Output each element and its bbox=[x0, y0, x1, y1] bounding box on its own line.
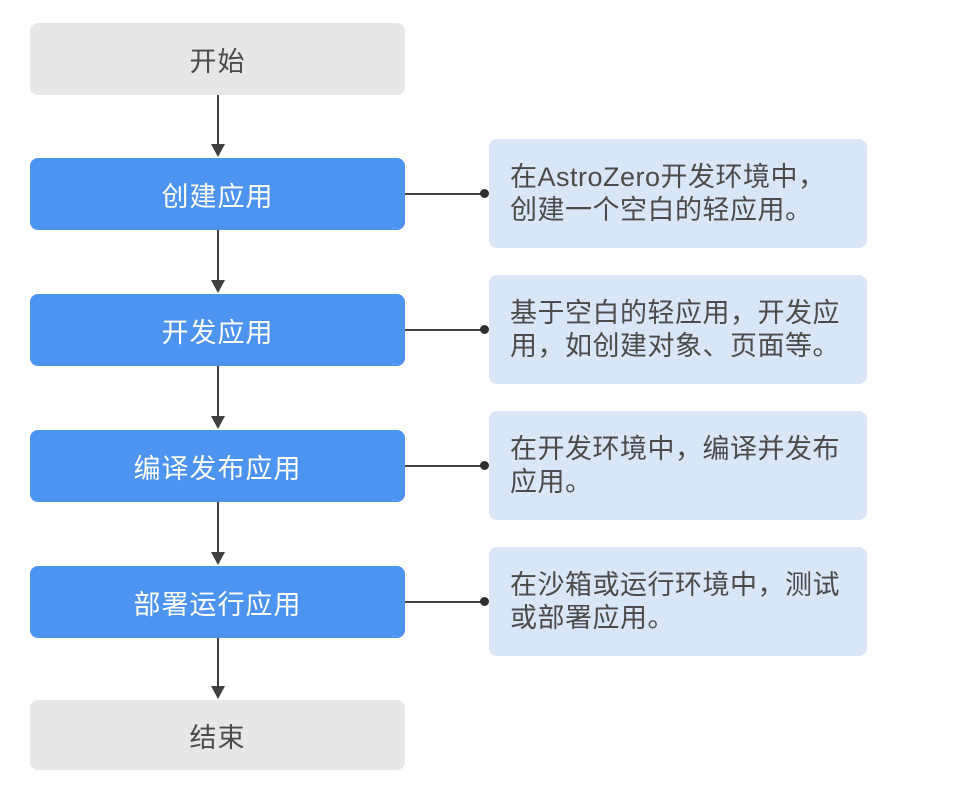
node-start: 开始 bbox=[30, 23, 405, 95]
node-end-label: 结束 bbox=[189, 722, 246, 753]
connector-line bbox=[405, 601, 484, 603]
node-create-app-label: 创建应用 bbox=[161, 181, 274, 212]
arrow-line bbox=[217, 638, 219, 689]
arrow-head-icon bbox=[211, 416, 225, 429]
node-develop-app: 开发应用 bbox=[30, 294, 405, 366]
arrow-head-icon bbox=[211, 686, 225, 699]
note-deploy-run-app-text: 在沙箱或运行环境中，测试 或部署应用。 bbox=[510, 569, 840, 633]
connector-dot-icon bbox=[480, 597, 489, 606]
connector-line bbox=[405, 465, 484, 467]
connector-dot-icon bbox=[480, 189, 489, 198]
arrow-line bbox=[217, 95, 219, 147]
note-deploy-run-app: 在沙箱或运行环境中，测试 或部署应用。 bbox=[489, 547, 867, 656]
note-create-app: 在AstroZero开发环境中， 创建一个空白的轻应用。 bbox=[489, 139, 867, 248]
node-deploy-run-app: 部署运行应用 bbox=[30, 566, 405, 638]
connector-dot-icon bbox=[480, 461, 489, 470]
arrow-head-icon bbox=[211, 144, 225, 157]
node-create-app: 创建应用 bbox=[30, 158, 405, 230]
note-compile-publish-app: 在开发环境中，编译并发布 应用。 bbox=[489, 411, 867, 520]
flow-arrow-1 bbox=[211, 95, 225, 157]
flow-arrow-5 bbox=[211, 638, 225, 699]
node-deploy-run-app-label: 部署运行应用 bbox=[133, 589, 302, 620]
node-end: 结束 bbox=[30, 700, 405, 770]
connector-dot-icon bbox=[480, 325, 489, 334]
flow-arrow-4 bbox=[211, 502, 225, 565]
flow-arrow-3 bbox=[211, 366, 225, 429]
arrow-head-icon bbox=[211, 552, 225, 565]
arrow-line bbox=[217, 230, 219, 283]
note-connector-1 bbox=[405, 189, 489, 199]
node-start-label: 开始 bbox=[189, 46, 246, 77]
note-develop-app: 基于空白的轻应用，开发应 用，如创建对象、页面等。 bbox=[489, 275, 867, 384]
note-compile-publish-app-text: 在开发环境中，编译并发布 应用。 bbox=[510, 433, 840, 497]
arrow-line bbox=[217, 502, 219, 555]
note-connector-3 bbox=[405, 461, 489, 471]
note-create-app-text: 在AstroZero开发环境中， 创建一个空白的轻应用。 bbox=[510, 161, 826, 225]
note-connector-4 bbox=[405, 597, 489, 607]
node-compile-publish-app-label: 编译发布应用 bbox=[133, 453, 302, 484]
arrow-head-icon bbox=[211, 280, 225, 293]
node-compile-publish-app: 编译发布应用 bbox=[30, 430, 405, 502]
node-develop-app-label: 开发应用 bbox=[161, 317, 274, 348]
note-connector-2 bbox=[405, 325, 489, 335]
connector-line bbox=[405, 193, 484, 195]
arrow-line bbox=[217, 366, 219, 419]
connector-line bbox=[405, 329, 484, 331]
flow-arrow-2 bbox=[211, 230, 225, 293]
note-develop-app-text: 基于空白的轻应用，开发应 用，如创建对象、页面等。 bbox=[510, 297, 840, 361]
